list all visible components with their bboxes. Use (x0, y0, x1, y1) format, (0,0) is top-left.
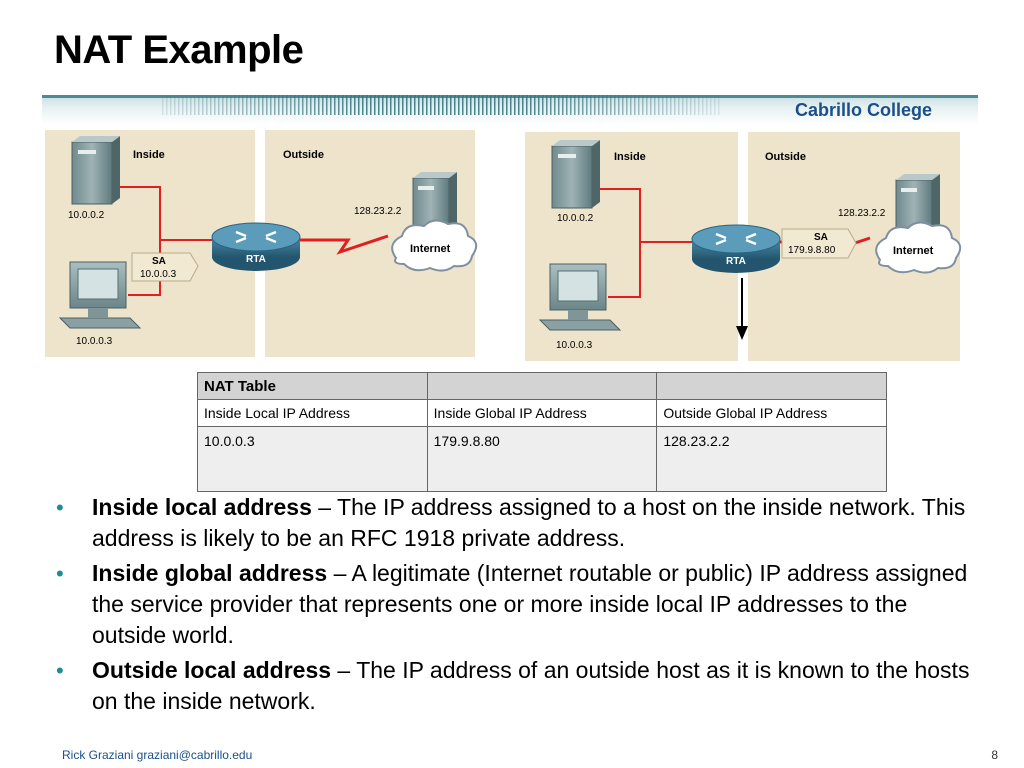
nat-table: NAT Table Inside Local IP Address Inside… (197, 372, 887, 492)
right-packet-sa: SA (814, 232, 828, 243)
right-outside-label: Outside (765, 151, 806, 163)
footer-author: Rick Graziani graziani@cabrillo.edu (62, 748, 253, 762)
nat-table-title-blank (656, 372, 887, 400)
left-internet-ip: 128.23.2.2 (354, 206, 402, 217)
left-pc-icon (58, 261, 142, 329)
bullet-term: Inside global address (92, 560, 328, 586)
left-serial-link (300, 234, 389, 255)
nat-diagram: Inside 10.0.0.2 10.0.0.3 SA 10.0.0.3 RTA… (45, 130, 962, 361)
left-server-link (120, 186, 212, 241)
page-number: 8 (991, 748, 998, 762)
bullet-text: – A legitimate (Internet routable or pub… (92, 560, 968, 648)
nat-col-inside-global: Inside Global IP Address (426, 399, 658, 427)
list-item: • Inside local address – The IP address … (56, 492, 976, 554)
right-server-link (598, 188, 692, 243)
bullet-icon: • (56, 495, 64, 520)
bullet-term: Outside local address (92, 657, 332, 683)
left-inside-label: Inside (133, 149, 165, 161)
right-internet-ip: 128.23.2.2 (838, 208, 886, 219)
right-pc-ip: 10.0.0.3 (556, 340, 593, 351)
left-diagram: Inside 10.0.0.2 10.0.0.3 SA 10.0.0.3 RTA… (45, 130, 478, 357)
table-row: 10.0.0.3 179.9.8.80 128.23.2.2 (197, 426, 887, 492)
left-router-label: RTA (246, 254, 266, 265)
left-packet-ip: 10.0.0.3 (140, 269, 177, 280)
left-internet-cloud-icon: Internet (391, 219, 478, 272)
right-server-icon (551, 140, 600, 209)
list-item: • Inside global address – A legitimate (… (56, 558, 976, 651)
definition-list: • Inside local address – The IP address … (56, 492, 976, 721)
right-packet-ip: 179.9.8.80 (788, 245, 836, 256)
header-banner: Cabrillo College (42, 95, 978, 125)
left-pc-ip: 10.0.0.3 (76, 336, 113, 347)
left-server-icon (71, 136, 120, 205)
right-packet: SA 179.9.8.80 (781, 228, 857, 259)
left-internet-label: Internet (410, 243, 451, 255)
bullet-icon: • (56, 561, 64, 586)
right-internet-label: Internet (893, 245, 934, 257)
nat-table-title: NAT Table (197, 372, 428, 400)
list-item: • Outside local address – The IP address… (56, 655, 976, 717)
left-server-ip: 10.0.0.2 (68, 210, 105, 221)
left-router-icon: RTA (211, 222, 301, 271)
right-router-icon: RTA (691, 224, 781, 273)
right-down-arrow (736, 278, 748, 340)
left-packet: SA 10.0.0.3 (131, 252, 199, 282)
right-inside-label: Inside (614, 151, 646, 163)
nat-table-title-row: NAT Table (197, 372, 887, 400)
bullet-term: Inside local address (92, 494, 312, 520)
slide-title: NAT Example (54, 28, 304, 72)
right-pc-link (608, 242, 641, 298)
bullet-text: – The IP address of an outside host as i… (92, 657, 970, 714)
nat-table-title-blank (426, 372, 658, 400)
nat-table-header-row: Inside Local IP Address Inside Global IP… (197, 399, 887, 427)
right-server-ip: 10.0.0.2 (557, 213, 594, 224)
nat-cell-outside-global: 128.23.2.2 (656, 426, 887, 492)
right-router-label: RTA (726, 256, 746, 267)
right-diagram: Inside 10.0.0.2 10.0.0.3 RTA SA 179.9.8.… (525, 132, 962, 361)
bullet-icon: • (56, 658, 64, 683)
nat-col-inside-local: Inside Local IP Address (197, 399, 428, 427)
left-packet-sa: SA (152, 256, 166, 267)
college-logo-text: Cabrillo College (794, 100, 932, 120)
nat-col-outside-global: Outside Global IP Address (656, 399, 887, 427)
nat-cell-inside-global: 179.9.8.80 (426, 426, 658, 492)
banner-stripes (162, 95, 722, 115)
right-internet-cloud-icon: Internet (875, 221, 962, 274)
right-pc-icon (538, 263, 622, 331)
nat-cell-inside-local: 10.0.0.3 (197, 426, 428, 492)
bullet-text: – The IP address assigned to a host on t… (92, 494, 966, 551)
left-outside-label: Outside (283, 149, 324, 161)
